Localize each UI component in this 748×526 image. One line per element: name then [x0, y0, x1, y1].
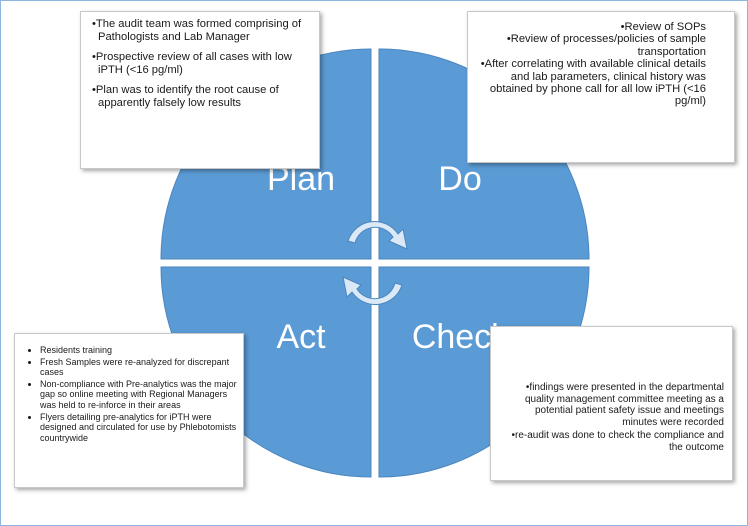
cycle-arrows-icon: [342, 221, 408, 305]
act-item: Non-compliance with Pre-analytics was th…: [40, 379, 237, 411]
check-item-text: findings were presented in the departmen…: [525, 382, 724, 428]
plan-item: •Prospective review of all cases with lo…: [92, 51, 292, 76]
do-item: •Review of processes/policies of sample …: [506, 33, 706, 58]
act-item: Flyers detailing pre-analytics for iPTH …: [40, 412, 237, 444]
act-label: Act: [276, 318, 326, 356]
check-item: •findings were presented in the departme…: [525, 382, 724, 428]
act-list: Residents training Fresh Samples were re…: [23, 345, 237, 443]
check-item-text: re-audit was done to check the complianc…: [514, 430, 724, 453]
do-item: •After correlating with available clinic…: [480, 58, 706, 108]
act-textbox: Residents training Fresh Samples were re…: [14, 333, 244, 488]
check-textbox: •findings were presented in the departme…: [490, 326, 733, 481]
act-item: Fresh Samples were re-analyzed for discr…: [40, 357, 237, 378]
bottom-arrow-icon: [342, 276, 403, 305]
plan-item: •Plan was to identify the root cause of …: [92, 84, 279, 109]
plan-item-text: Prospective review of all cases with low…: [95, 51, 292, 76]
top-arrow-icon: [347, 221, 408, 250]
do-item-text: Review of SOPs: [624, 21, 706, 33]
plan-item-text: Plan was to identify the root cause of a…: [95, 84, 279, 109]
do-item: •Review of SOPs: [620, 21, 706, 33]
do-label: Do: [438, 160, 482, 198]
do-item-text: Review of processes/policies of sample t…: [510, 33, 706, 58]
plan-item: •The audit team was formed comprising of…: [92, 18, 302, 43]
act-item: Residents training: [40, 345, 237, 356]
do-item-text: After correlating with available clinica…: [484, 58, 706, 108]
do-textbox: •Review of SOPs •Review of processes/pol…: [467, 11, 735, 163]
plan-item-text: The audit team was formed comprising of …: [95, 18, 302, 43]
check-item: •re-audit was done to check the complian…: [511, 430, 724, 453]
plan-textbox: •The audit team was formed comprising of…: [80, 11, 320, 169]
